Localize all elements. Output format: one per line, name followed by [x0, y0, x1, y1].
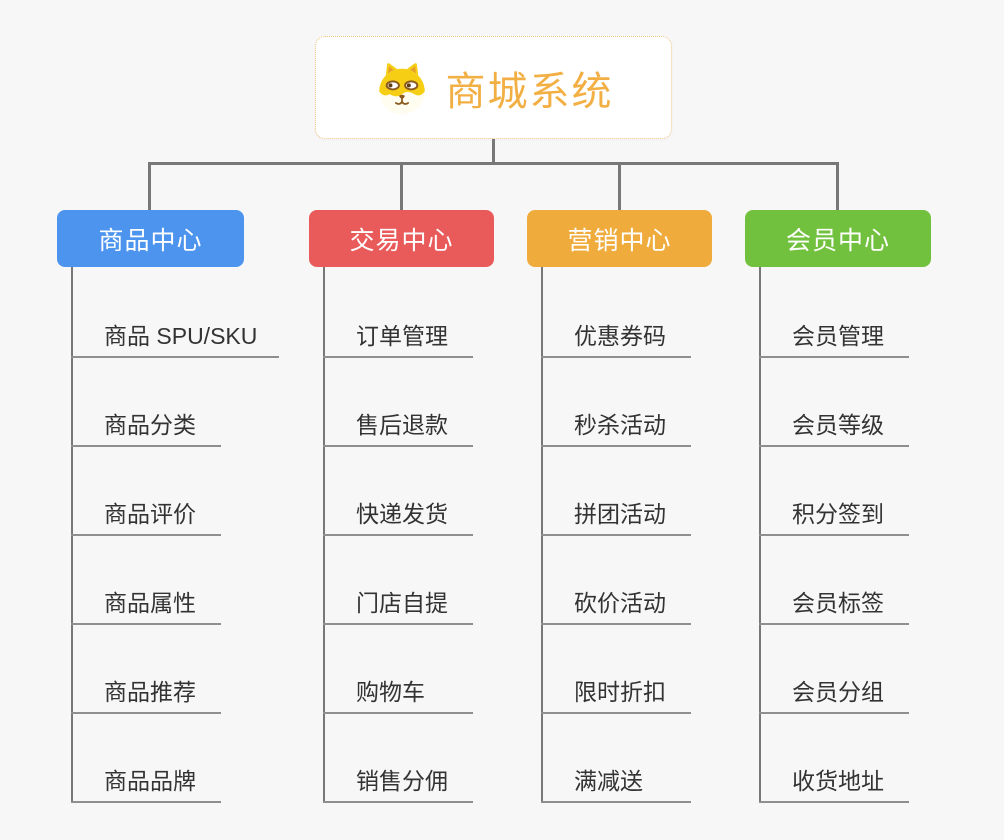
branch-label: 交易中心	[349, 226, 454, 255]
leaf-item[interactable]: 商品 SPU/SKU	[71, 321, 280, 358]
branch-label: 营销中心	[567, 226, 672, 255]
shiba-dog-face-icon	[378, 62, 425, 114]
root-title: 商城系统	[445, 69, 614, 114]
leaf-item[interactable]: 积分签到	[759, 499, 909, 536]
connector-bus	[148, 162, 839, 165]
root-node[interactable]: 商城系统	[315, 36, 672, 139]
leaf-item[interactable]: 订单管理	[323, 321, 473, 358]
leaf-item[interactable]: 满减送	[541, 766, 691, 803]
connector-drop-4	[836, 162, 839, 210]
leaf-item[interactable]: 商品分类	[71, 410, 221, 447]
leaf-item[interactable]: 收货地址	[759, 766, 909, 803]
branch-label: 会员中心	[785, 226, 890, 255]
branch-children-marketing: 优惠券码 秒杀活动 拼团活动 砍价活动 限时折扣 满减送	[541, 321, 691, 803]
leaf-item[interactable]: 销售分佣	[323, 766, 473, 803]
branch-node-product[interactable]: 商品中心	[57, 210, 244, 267]
leaf-item[interactable]: 优惠券码	[541, 321, 691, 358]
branch-label: 商品中心	[98, 226, 203, 255]
leaf-item[interactable]: 会员分组	[759, 677, 909, 714]
branch-node-trade[interactable]: 交易中心	[309, 210, 494, 267]
leaf-item[interactable]: 购物车	[323, 677, 473, 714]
branch-children-product: 商品 SPU/SKU 商品分类 商品评价 商品属性 商品推荐 商品品牌	[71, 321, 280, 803]
connector-root-stem	[492, 139, 495, 164]
branch-children-member: 会员管理 会员等级 积分签到 会员标签 会员分组 收货地址	[759, 321, 909, 803]
connector-drop-3	[618, 162, 621, 210]
leaf-item[interactable]: 快递发货	[323, 499, 473, 536]
branch-node-marketing[interactable]: 营销中心	[527, 210, 712, 267]
leaf-item[interactable]: 门店自提	[323, 588, 473, 625]
leaf-item[interactable]: 会员管理	[759, 321, 909, 358]
leaf-item[interactable]: 限时折扣	[541, 677, 691, 714]
leaf-item[interactable]: 商品属性	[71, 588, 221, 625]
leaf-item[interactable]: 商品评价	[71, 499, 221, 536]
connector-drop-1	[148, 162, 151, 210]
connector-drop-2	[400, 162, 403, 210]
branch-node-member[interactable]: 会员中心	[745, 210, 931, 267]
leaf-item[interactable]: 砍价活动	[541, 588, 691, 625]
branch-children-trade: 订单管理 售后退款 快递发货 门店自提 购物车 销售分佣	[323, 321, 473, 803]
leaf-item[interactable]: 拼团活动	[541, 499, 691, 536]
leaf-item[interactable]: 商品品牌	[71, 766, 221, 803]
leaf-item[interactable]: 商品推荐	[71, 677, 221, 714]
leaf-item[interactable]: 会员标签	[759, 588, 909, 625]
leaf-item[interactable]: 会员等级	[759, 410, 909, 447]
leaf-item[interactable]: 售后退款	[323, 410, 473, 447]
leaf-item[interactable]: 秒杀活动	[541, 410, 691, 447]
